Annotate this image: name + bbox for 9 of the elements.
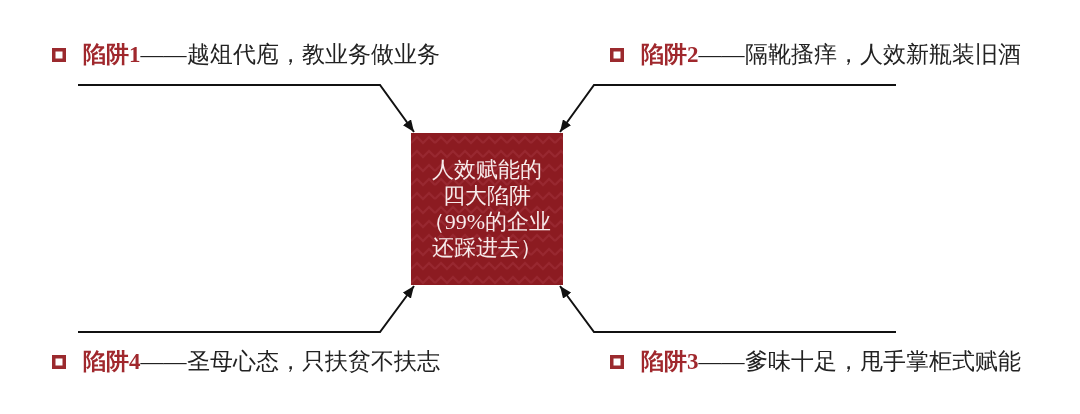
arrow (77, 285, 415, 333)
trap-text: 陷阱3——爹味十足，甩手掌柜式赋能 (641, 348, 1021, 376)
arrow (559, 285, 897, 333)
title-box: 人效赋能的四大陷阱（99%的企业还踩进去） (411, 133, 563, 285)
arrow (559, 84, 897, 133)
trap-text: 陷阱1——越俎代庖，教业务做业务 (83, 41, 440, 69)
trap-text: 陷阱2——隔靴搔痒，人效新瓶装旧酒 (641, 41, 1021, 69)
trap-text: 陷阱4——圣母心态，只扶贫不扶志 (83, 348, 440, 376)
arrow (77, 84, 415, 133)
